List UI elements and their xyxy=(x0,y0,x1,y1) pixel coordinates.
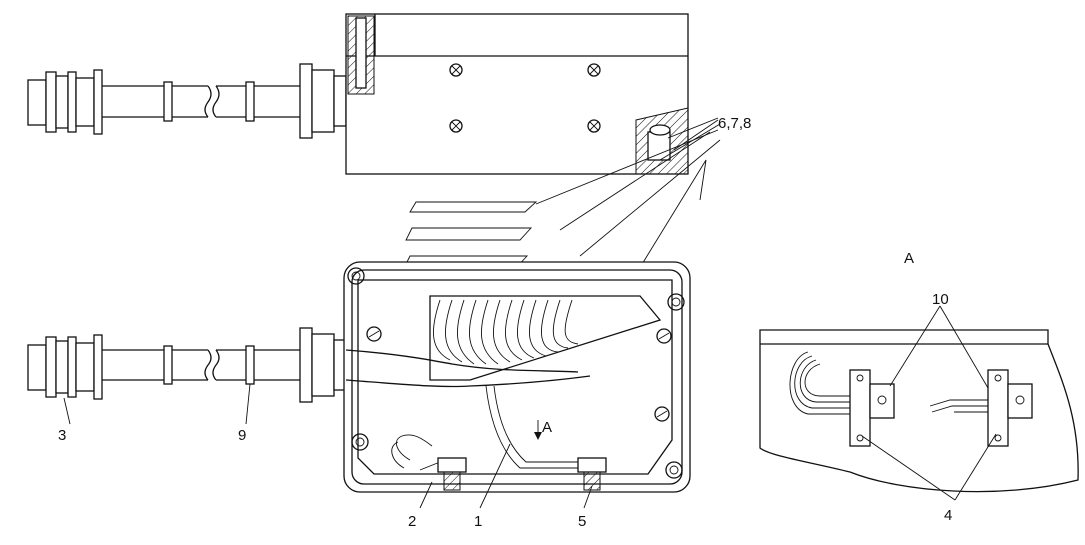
callout-5: 5 xyxy=(578,513,586,530)
view-arrow-label: A xyxy=(542,419,552,436)
view-arrow-a xyxy=(534,420,542,440)
callout-9: 9 xyxy=(238,427,246,444)
callout-6-7-8: 6,7,8 xyxy=(718,115,751,132)
top-cable xyxy=(102,81,300,122)
callout-1: 1 xyxy=(474,513,482,530)
callout-3: 3 xyxy=(58,427,66,444)
front-clamps xyxy=(437,457,607,491)
top-cable-gland xyxy=(299,63,347,139)
top-connector-plug xyxy=(27,69,103,135)
top-housing xyxy=(345,13,689,175)
terminal-block xyxy=(429,295,662,381)
callout-2: 2 xyxy=(408,513,416,530)
front-cable-gland xyxy=(299,327,347,403)
top-view xyxy=(27,13,721,175)
front-callout-leaders xyxy=(63,383,593,509)
inner-cable-harness xyxy=(345,349,591,471)
front-connector-plug xyxy=(27,334,103,400)
front-cable xyxy=(102,345,300,385)
callout-4: 4 xyxy=(944,507,952,524)
front-view xyxy=(27,261,691,493)
top-screw-heads xyxy=(449,63,601,133)
detail-view-a xyxy=(759,305,1079,501)
callout-10: 10 xyxy=(932,291,949,308)
detail-view-title: A xyxy=(904,250,914,267)
